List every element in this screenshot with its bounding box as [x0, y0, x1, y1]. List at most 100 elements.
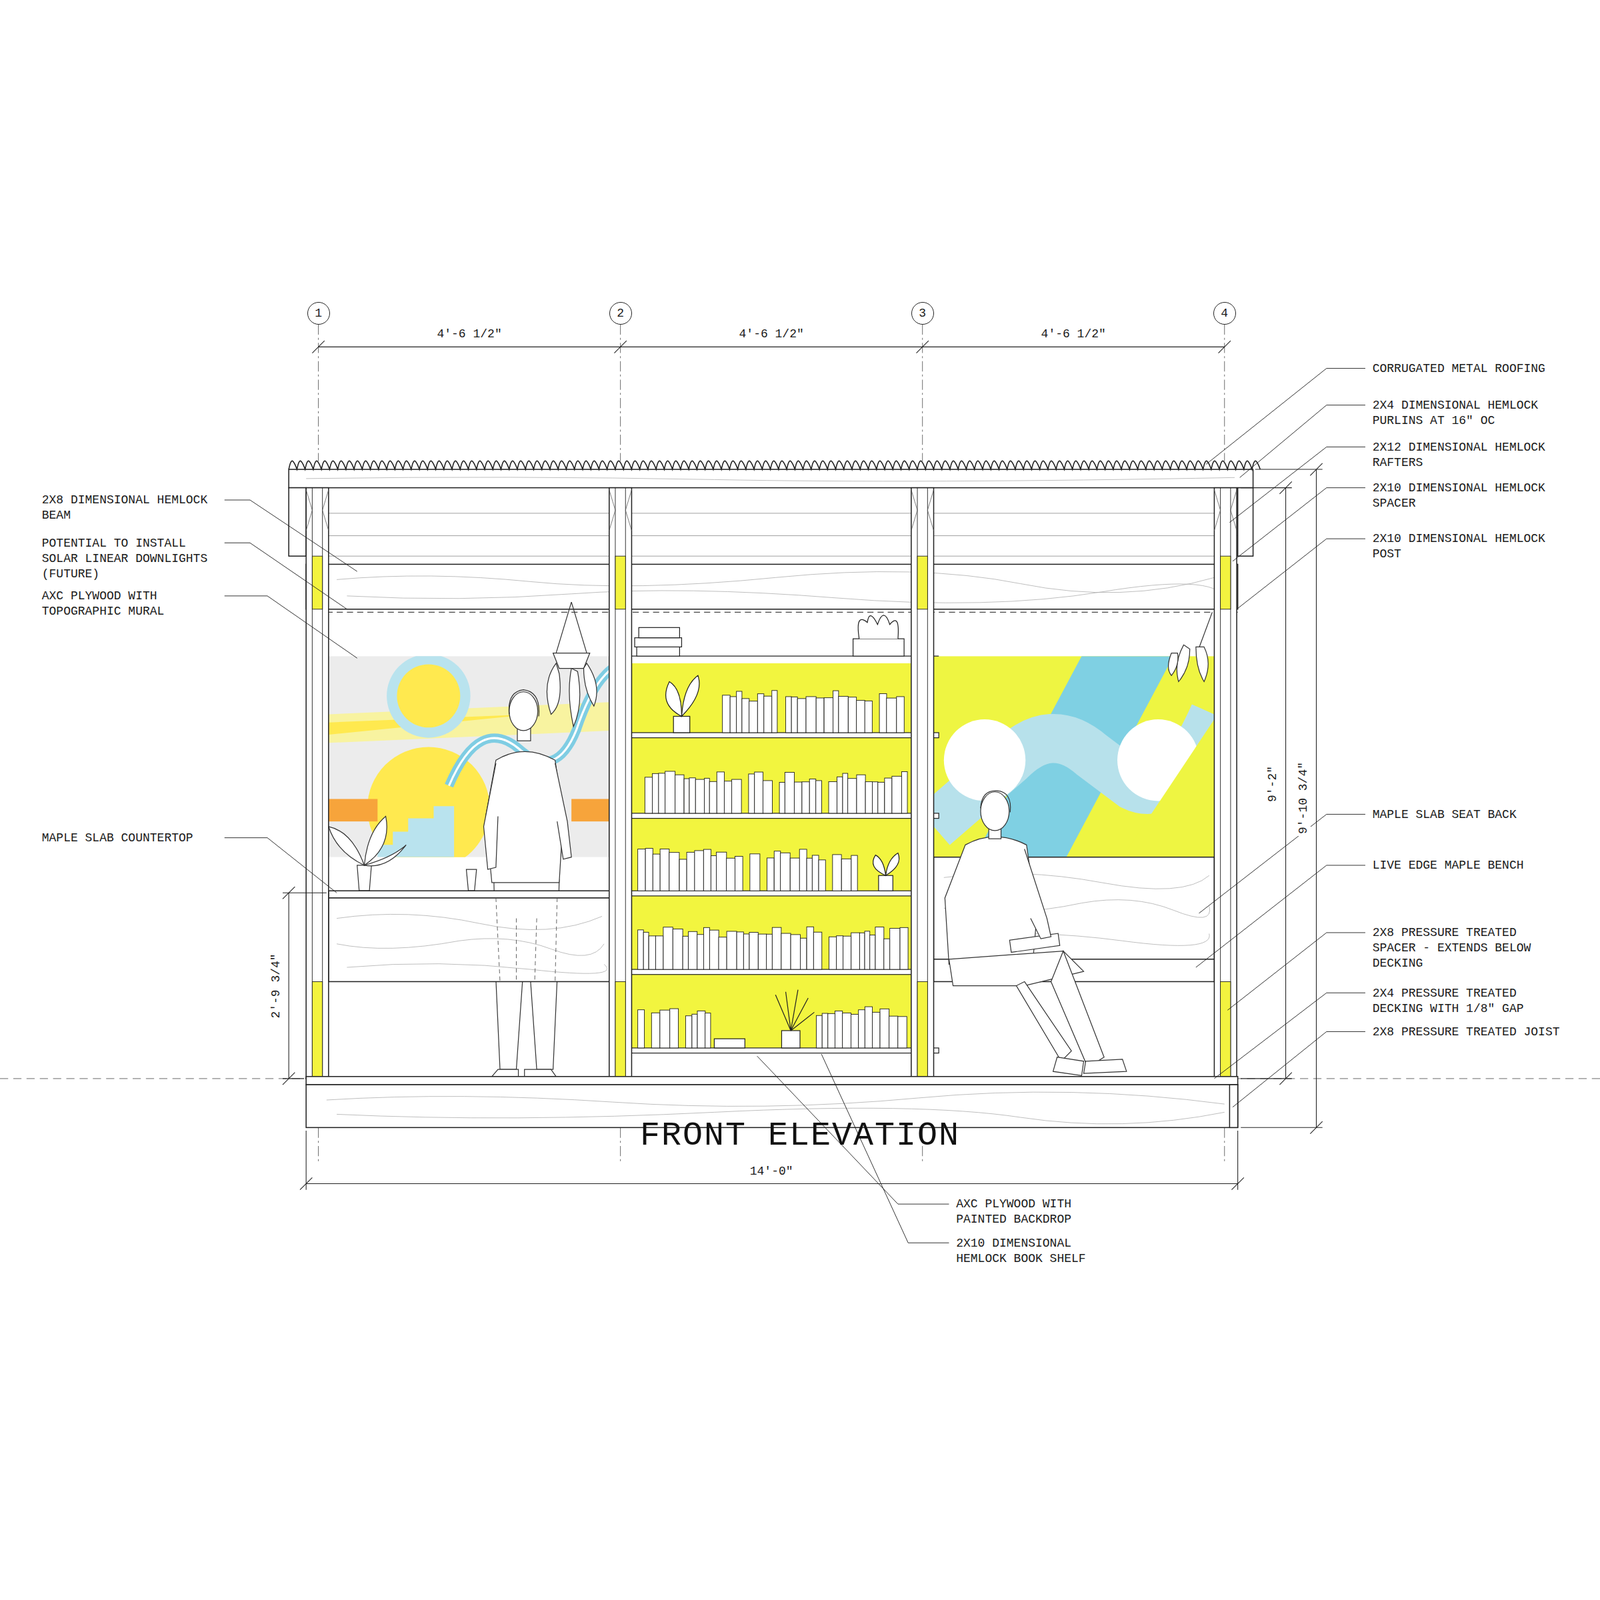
book: [848, 697, 856, 733]
roof-purlins: [288, 469, 1253, 488]
topographic-mural: [386, 656, 471, 738]
book: [832, 854, 842, 891]
book: [689, 778, 696, 814]
leader-line: [224, 368, 1366, 1244]
book: [709, 781, 717, 814]
grid-line: [922, 324, 923, 462]
downlight-line: [306, 612, 1238, 613]
book: [864, 1006, 872, 1048]
callout-note: 2X10 DIMENSIONAL HEMLOCK POST: [1372, 531, 1563, 562]
book: [879, 694, 887, 733]
book: [645, 848, 653, 892]
book: [828, 936, 836, 970]
callout-note: AXC PLYWOOD WITH TOPOGRAPHIC MURAL: [42, 588, 219, 620]
book: [686, 852, 695, 891]
book: [742, 698, 750, 733]
person-figure: [555, 763, 572, 860]
book: [780, 852, 791, 891]
book: [856, 700, 866, 733]
pressure-treated-spacer: [917, 981, 928, 1078]
callout-note: 2X12 DIMENSIONAL HEMLOCK RAFTERS: [1372, 440, 1563, 471]
topographic-mural: [328, 656, 610, 858]
book: [836, 936, 844, 970]
dimension-line: [312, 340, 324, 353]
book: [716, 852, 726, 891]
person-figure: [484, 690, 572, 1077]
maple-countertop: [328, 890, 610, 898]
top-shelf: [636, 646, 680, 656]
callout-note: 2X10 DIMENSIONAL HEMLOCK SPACER: [1372, 480, 1563, 512]
dimension-text: 2'-9 3/4": [268, 951, 283, 1020]
book: [835, 1011, 843, 1048]
dimension-line: [1240, 487, 1292, 488]
hanging-plant: [546, 663, 560, 715]
book: [898, 1016, 907, 1048]
callout-note: POTENTIAL TO INSTALL SOLAR LINEAR DOWNLI…: [42, 536, 219, 582]
leader-line: [1236, 538, 1366, 610]
book: [655, 936, 663, 970]
drawing-title: FRONT ELEVATION: [640, 1116, 960, 1156]
shelf-plant: [878, 875, 893, 891]
dimension-line: [282, 1072, 295, 1085]
book: [688, 931, 698, 970]
person-figure: [944, 790, 1126, 1076]
book: [697, 1010, 706, 1048]
book: [638, 930, 644, 970]
person-figure: [1009, 933, 1060, 952]
rafters: [306, 512, 1238, 514]
topographic-mural: [571, 798, 610, 822]
book: [672, 928, 683, 970]
shelf-board: [631, 813, 939, 819]
book: [736, 691, 742, 733]
book: [818, 860, 826, 891]
hemlock-post: [911, 488, 934, 1079]
leader-line: [1227, 932, 1366, 1010]
book: [841, 858, 852, 891]
leader-line: [1196, 865, 1366, 968]
hanging-plant: [584, 663, 598, 706]
rafter-end: [288, 488, 1253, 557]
post-cut-mark: [1214, 490, 1237, 531]
book: [772, 690, 778, 733]
book: [859, 932, 865, 970]
book: [774, 851, 780, 892]
pressure-treated-spacer: [312, 981, 322, 1078]
dimension-line: [1240, 1078, 1292, 1079]
book: [828, 781, 837, 813]
callout-note: CORRUGATED METAL ROOFING: [1372, 361, 1563, 377]
dimension-line: [1310, 463, 1322, 476]
callout-note: AXC PLYWOOD WITH PAINTED BACKDROP: [956, 1196, 1093, 1228]
book: [865, 782, 872, 814]
dimension-line: [1279, 481, 1292, 494]
dimension-line: [306, 1130, 307, 1190]
hanging-plant: [546, 602, 1212, 727]
book: [797, 698, 806, 733]
hemlock-post: [609, 488, 632, 1079]
callout-note: MAPLE SLAB SEAT BACK: [1372, 807, 1563, 823]
book: [812, 855, 819, 891]
book: [660, 848, 670, 891]
book: [638, 849, 646, 892]
pressure-treated-spacer: [615, 981, 626, 1078]
book: [726, 931, 737, 970]
book: [718, 937, 727, 970]
book: [896, 696, 904, 733]
top-shelf: [631, 615, 939, 656]
hemlock-post: [1214, 488, 1237, 1079]
shelf-plant: [666, 675, 900, 1048]
book: [732, 779, 742, 814]
person-figure: [980, 790, 1011, 812]
callout-note: 2X10 DIMENSIONAL HEMLOCK BOOK SHELF: [956, 1236, 1093, 1267]
joist: [326, 1092, 1225, 1106]
book: [824, 698, 834, 733]
book: [652, 854, 660, 891]
book: [813, 932, 822, 970]
counter-plant: [357, 865, 372, 891]
dimension-line: [1237, 1130, 1238, 1190]
book: [856, 774, 866, 814]
book: [709, 930, 719, 970]
beam: [346, 584, 1224, 603]
book: [864, 700, 872, 733]
book: [786, 696, 792, 733]
book: [790, 934, 800, 970]
